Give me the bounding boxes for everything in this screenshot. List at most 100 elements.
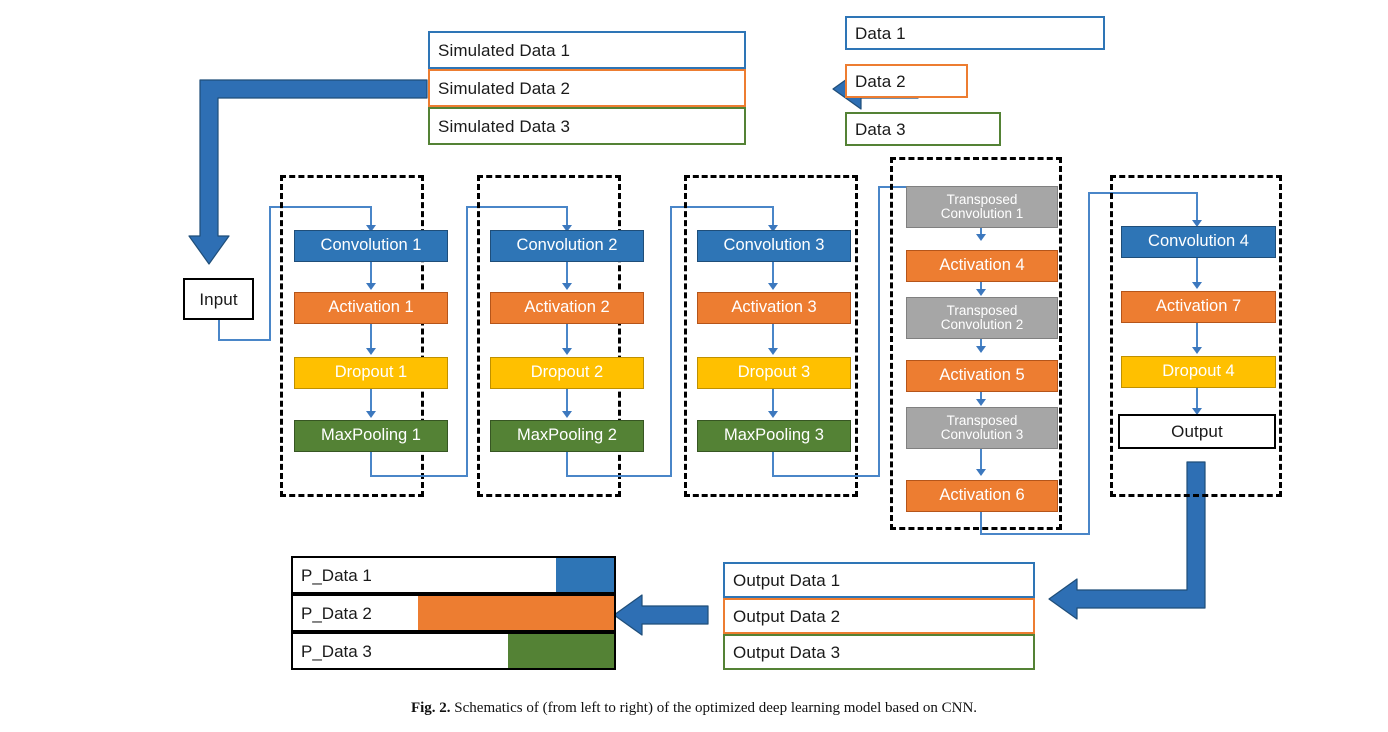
layer-maxpooling-2[interactable]: MaxPooling 2 <box>490 420 644 452</box>
connector-block2-riser <box>466 206 468 477</box>
arrowhead-act6 <box>976 469 986 476</box>
layer-convolution-2[interactable]: Convolution 2 <box>490 230 644 262</box>
layer-transposed-convolution-1[interactable]: Transposed Convolution 1 <box>906 186 1058 228</box>
layer-dropout-1[interactable]: Dropout 1 <box>294 357 448 389</box>
connector-conv3-act3 <box>772 262 774 285</box>
layer-convolution-3-label: Convolution 3 <box>723 236 825 255</box>
layer-dropout-4[interactable]: Dropout 4 <box>1121 356 1276 388</box>
arrowhead-act3 <box>768 283 778 290</box>
layer-activation-5[interactable]: Activation 5 <box>906 360 1058 392</box>
arrowhead-act5 <box>976 346 986 353</box>
data-box-2[interactable]: Data 2 <box>845 64 968 98</box>
conv-block-3-container <box>684 175 858 497</box>
connector-tconv3-act6 <box>980 449 982 471</box>
connector-decoder-out <box>980 533 1090 535</box>
pdata-bar-1-label: P_Data 1 <box>301 565 372 585</box>
simulated-data-box-1[interactable]: Simulated Data 1 <box>428 31 746 69</box>
figure-caption-text: Schematics of (from left to right) of th… <box>454 700 978 716</box>
layer-dropout-2[interactable]: Dropout 2 <box>490 357 644 389</box>
layer-transposed-convolution-1-label-line2: Convolution 1 <box>940 206 1024 221</box>
arrowhead-pool1 <box>366 411 376 418</box>
output-data-box-1-label: Output Data 1 <box>733 570 841 590</box>
output-data-box-2-label: Output Data 2 <box>733 606 841 626</box>
connector-tconv1-act4 <box>980 228 982 236</box>
output-block-container <box>1110 175 1282 497</box>
data-box-2-label: Data 2 <box>855 71 906 91</box>
output-data-box-1[interactable]: Output Data 1 <box>723 562 1035 598</box>
pdata-bar-1-label-area: P_Data 1 <box>293 558 557 592</box>
simulated-data-box-1-label: Simulated Data 1 <box>438 40 571 60</box>
layer-dropout-3-label: Dropout 3 <box>737 363 811 382</box>
layer-dropout-1-label: Dropout 1 <box>334 363 408 382</box>
layer-activation-7[interactable]: Activation 7 <box>1121 291 1276 323</box>
layer-activation-6[interactable]: Activation 6 <box>906 480 1058 512</box>
arrowhead-pool3 <box>768 411 778 418</box>
simulated-data-box-2[interactable]: Simulated Data 2 <box>428 69 746 107</box>
pdata-bar-1[interactable]: P_Data 1 <box>291 556 616 594</box>
arrowhead-output <box>1192 408 1202 415</box>
input-node[interactable]: Input <box>183 278 254 320</box>
arrowhead-act7 <box>1192 282 1202 289</box>
data-box-1-label: Data 1 <box>855 23 906 43</box>
output-data-box-2[interactable]: Output Data 2 <box>723 598 1035 634</box>
arrowhead-into-conv2 <box>562 225 572 232</box>
data-box-3[interactable]: Data 3 <box>845 112 1001 146</box>
connector-act6-down <box>980 512 982 535</box>
output-node-label: Output <box>1171 422 1223 441</box>
connector-conv1-act1 <box>370 262 372 285</box>
connector-act3-drop3 <box>772 324 774 350</box>
simulated-data-box-2-label: Simulated Data 2 <box>438 78 571 98</box>
connector-block2-out <box>566 475 672 477</box>
conv-block-1-container <box>280 175 424 497</box>
connector-into-conv3 <box>772 206 774 227</box>
layer-maxpooling-3[interactable]: MaxPooling 3 <box>697 420 851 452</box>
data-box-1[interactable]: Data 1 <box>845 16 1105 50</box>
layer-activation-1[interactable]: Activation 1 <box>294 292 448 324</box>
connector-pool2-down <box>566 452 568 477</box>
connector-block3-riser <box>670 206 672 477</box>
connector-into-conv2 <box>566 206 568 227</box>
pdata-bar-3[interactable]: P_Data 3 <box>291 632 616 670</box>
pdata-bar-2[interactable]: P_Data 2 <box>291 594 616 632</box>
output-node[interactable]: Output <box>1118 414 1276 449</box>
connector-drop1-pool1 <box>370 389 372 413</box>
connector-act7-drop4 <box>1196 323 1198 349</box>
pdata-bar-2-label-area: P_Data 2 <box>293 596 419 630</box>
arrowhead-into-conv1 <box>366 225 376 232</box>
pdata-bar-3-label-area: P_Data 3 <box>293 634 509 668</box>
figure-caption: Fig. 2. Schematics of (from left to righ… <box>0 700 1388 717</box>
arrowhead-drop3 <box>768 348 778 355</box>
connector-into-conv4 <box>1196 192 1198 222</box>
connector-input-bottom <box>218 339 271 341</box>
output-data-box-3-label: Output Data 3 <box>733 642 841 662</box>
layer-activation-5-label: Activation 5 <box>939 366 1025 385</box>
connector-block3-out <box>772 475 880 477</box>
layer-activation-3[interactable]: Activation 3 <box>697 292 851 324</box>
layer-convolution-3[interactable]: Convolution 3 <box>697 230 851 262</box>
layer-transposed-convolution-2[interactable]: Transposed Convolution 2 <box>906 297 1058 339</box>
data-box-3-label: Data 3 <box>855 119 906 139</box>
arrowhead-drop2 <box>562 348 572 355</box>
pdata-bar-1-fill <box>556 558 614 592</box>
layer-dropout-3[interactable]: Dropout 3 <box>697 357 851 389</box>
layer-transposed-convolution-3[interactable]: Transposed Convolution 3 <box>906 407 1058 449</box>
layer-convolution-4[interactable]: Convolution 4 <box>1121 226 1276 258</box>
connector-pool3-down <box>772 452 774 477</box>
output-data-box-3[interactable]: Output Data 3 <box>723 634 1035 670</box>
layer-activation-1-label: Activation 1 <box>328 298 414 317</box>
pdata-bar-2-fill <box>418 596 614 630</box>
connector-input-top <box>269 206 371 208</box>
layer-convolution-1[interactable]: Convolution 1 <box>294 230 448 262</box>
arrow-output-data-to-pdata <box>613 594 709 636</box>
connector-conv4-act7 <box>1196 258 1198 284</box>
simulated-data-box-3-label: Simulated Data 3 <box>438 116 571 136</box>
simulated-data-box-3[interactable]: Simulated Data 3 <box>428 107 746 145</box>
connector-into-conv1 <box>370 206 372 227</box>
arrowhead-tconv2 <box>976 289 986 296</box>
layer-activation-4[interactable]: Activation 4 <box>906 250 1058 282</box>
layer-maxpooling-1[interactable]: MaxPooling 1 <box>294 420 448 452</box>
layer-transposed-convolution-3-label-line2: Convolution 3 <box>940 427 1024 442</box>
layer-activation-2[interactable]: Activation 2 <box>490 292 644 324</box>
pdata-bar-3-label: P_Data 3 <box>301 641 372 661</box>
